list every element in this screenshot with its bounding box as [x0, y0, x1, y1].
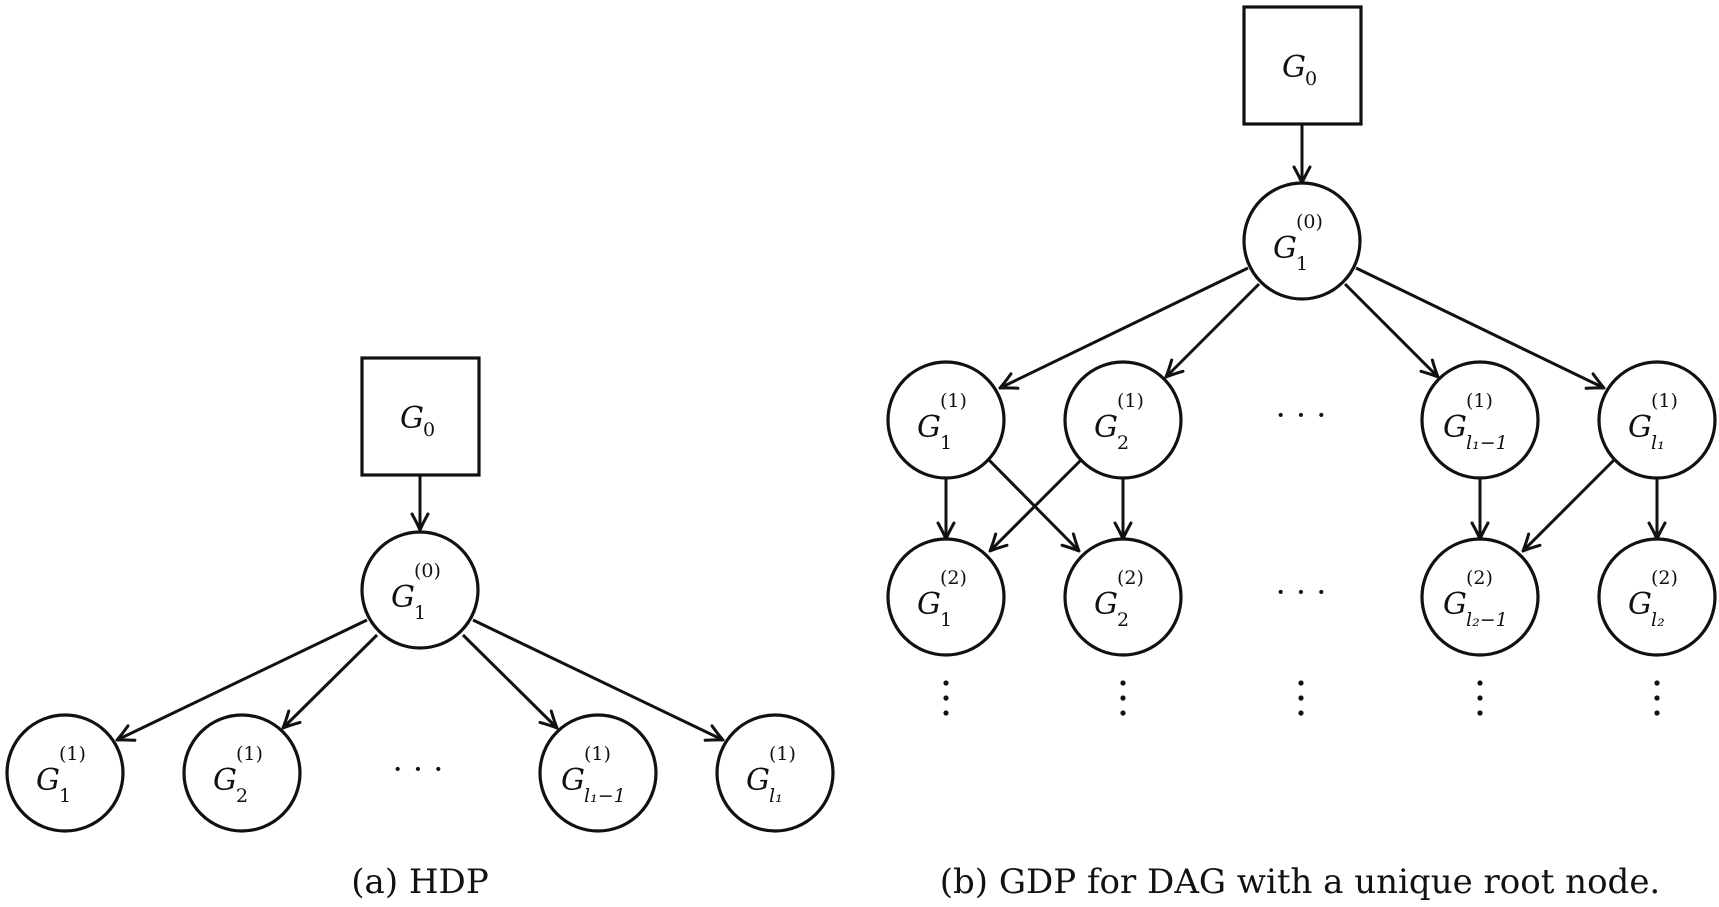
svg-text:G: G [1628, 410, 1652, 445]
gdp-level1-ellipsis: · · · [1276, 396, 1327, 434]
gdp-vdots-col3 [1298, 680, 1304, 716]
edge-hdp-level0-to-node-l1 [472, 618, 725, 742]
svg-text:2: 2 [1117, 609, 1129, 631]
hdp-diagram: G 0 G (0) 1 G (1) 1 G (1) 2 · · · G (1) [5, 356, 835, 902]
svg-text:l₁−1: l₁−1 [1466, 432, 1508, 454]
svg-text:l₂: l₂ [1651, 609, 1665, 631]
svg-text:l₂−1: l₂−1 [1466, 609, 1508, 631]
edge-hdp-level0-to-node2 [281, 633, 379, 730]
svg-text:(1): (1) [1117, 390, 1144, 412]
gdp-level2-node-1: G (2) 1 [886, 537, 1006, 657]
svg-text:l₁: l₁ [1651, 432, 1665, 454]
svg-text:G: G [1282, 50, 1306, 85]
svg-text:2: 2 [236, 785, 248, 807]
gdp-level1-node-2: G (1) 2 [1063, 360, 1183, 480]
hdp-level1-node-2: G (1) 2 [182, 713, 302, 833]
svg-text:(2): (2) [1466, 567, 1493, 589]
hdp-level0-node-1: G (0) 1 [360, 530, 480, 650]
svg-text:(2): (2) [1117, 567, 1144, 589]
svg-text:G: G [561, 763, 585, 798]
gdp-level2-node-l2: G (2) l₂ [1597, 537, 1717, 657]
gdp-vdots-col2 [1120, 680, 1126, 716]
hdp-caption: (a) HDP [351, 862, 488, 902]
gdp-level1-node-1: G (1) 1 [886, 360, 1006, 480]
edge-gdp-node-l1-to-node-l2-minus-1 [1521, 458, 1616, 553]
gdp-level2-node-l2-minus-1: G (2) l₂−1 [1420, 537, 1540, 657]
svg-text:l₁: l₁ [769, 785, 783, 807]
gdp-vdots-col4 [1477, 680, 1483, 716]
gdp-level2-node-2: G (2) 2 [1063, 537, 1183, 657]
svg-text:(1): (1) [1651, 390, 1678, 412]
svg-text:(0): (0) [1296, 211, 1323, 233]
hdp-root-letter: G [400, 401, 424, 436]
svg-text:(1): (1) [1466, 390, 1493, 412]
svg-text:(1): (1) [769, 743, 796, 765]
edge-gdp-level0-to-node-l1-minus-1 [1343, 282, 1440, 379]
svg-text:G: G [746, 763, 770, 798]
edge-gdp-level0-to-node-l1 [1355, 266, 1606, 390]
edge-hdp-level0-to-node-l1-minus-1 [461, 633, 559, 730]
svg-text:G: G [1628, 587, 1652, 622]
hdp-root-node: G 0 [360, 356, 481, 477]
svg-text:G: G [1443, 410, 1467, 445]
gdp-diagram: G 0 G (0) 1 G (1) 1 G (1) 2 · · · G (1) [886, 5, 1717, 902]
gdp-level2-ellipsis: · · · [1276, 573, 1327, 611]
svg-text:(2): (2) [940, 567, 967, 589]
gdp-level0-node-1: G (0) 1 [1242, 181, 1362, 301]
svg-text:(2): (2) [1651, 567, 1678, 589]
gdp-level1-node-l1: G (1) l₁ [1597, 360, 1717, 480]
svg-text:(1): (1) [236, 743, 263, 765]
svg-text:1: 1 [940, 432, 952, 454]
edge-hdp-level0-to-node1 [115, 618, 368, 742]
svg-text:1: 1 [940, 609, 952, 631]
svg-text:1: 1 [1296, 253, 1308, 275]
svg-text:l₁−1: l₁−1 [584, 785, 626, 807]
svg-text:1: 1 [59, 785, 71, 807]
hdp-level0-letter: G [391, 580, 415, 615]
gdp-vdots-col5 [1654, 680, 1660, 716]
svg-text:G: G [1094, 410, 1118, 445]
svg-text:G: G [213, 763, 237, 798]
edge-gdp-node2-to-node1-level2 [988, 458, 1083, 553]
hdp-root-subscript: 0 [423, 419, 435, 441]
svg-text:(1): (1) [584, 743, 611, 765]
hdp-level1-node-l1-minus-1: G (1) l₁−1 [538, 713, 658, 833]
hdp-level0-superscript: (0) [414, 560, 441, 582]
hdp-level1-node-l1: G (1) l₁ [715, 713, 835, 833]
svg-text:2: 2 [1117, 432, 1129, 454]
edge-gdp-level0-to-node2 [1164, 282, 1261, 379]
svg-text:G: G [917, 587, 941, 622]
svg-text:G: G [1094, 587, 1118, 622]
svg-text:G: G [36, 763, 60, 798]
gdp-root-node: G 0 [1242, 5, 1363, 126]
edge-gdp-level0-to-node1 [998, 266, 1249, 390]
svg-text:(1): (1) [940, 390, 967, 412]
svg-text:0: 0 [1305, 68, 1317, 90]
svg-text:G: G [1273, 231, 1297, 266]
svg-text:G: G [1443, 587, 1467, 622]
gdp-caption: (b) GDP for DAG with a unique root node. [940, 862, 1661, 902]
hdp-level1-ellipsis: · · · [393, 750, 444, 788]
svg-text:(1): (1) [59, 743, 86, 765]
hdp-level1-node-1: G (1) 1 [5, 713, 125, 833]
hdp-level0-subscript: 1 [414, 602, 426, 624]
gdp-level1-node-l1-minus-1: G (1) l₁−1 [1420, 360, 1540, 480]
gdp-vdots-col1 [943, 680, 949, 716]
svg-text:G: G [917, 410, 941, 445]
